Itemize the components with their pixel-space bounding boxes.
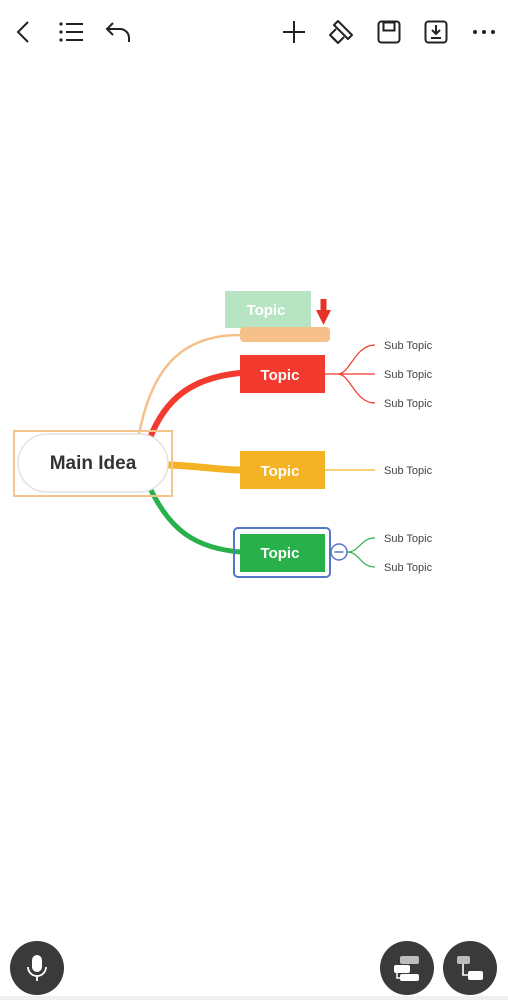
format-brush-icon [329,20,353,44]
branch-connector-topic-2 [167,461,241,474]
topic-label-2: Topic [261,463,300,480]
topic-3-selection-frame [233,527,331,578]
subtopic-3-1[interactable]: Sub Topic [384,533,433,545]
add-icon [283,21,305,43]
layout-button[interactable] [380,941,434,995]
subtopic-1-1[interactable]: Sub Topic [384,340,433,352]
export-button[interactable] [418,14,454,50]
drop-arrow-icon [316,299,331,325]
branch-connector-topic-3 [147,485,243,555]
subtopic-connectors-topic-1 [325,344,376,404]
collapse-toggle[interactable] [330,543,348,561]
topic-node-3[interactable] [240,534,325,572]
subtopic-3-2[interactable]: Sub Topic [384,562,433,574]
save-button[interactable] [371,14,407,50]
undo-button[interactable] [100,14,136,50]
layout-icon [394,956,419,981]
more-button[interactable] [466,14,502,50]
topic-label-3: Topic [261,545,300,562]
main-idea-label: Main Idea [50,453,137,474]
format-button[interactable] [323,14,359,50]
topic-node-1[interactable] [240,355,325,393]
subtopic-1-3[interactable]: Sub Topic [384,398,433,410]
bottom-edge [0,996,508,1000]
topic-node-2[interactable] [240,451,325,489]
main-idea-node[interactable] [17,433,169,493]
add-button[interactable] [276,14,312,50]
subtopic-connectors-topic-3 [346,537,376,568]
ghost-branch-connector [136,333,241,441]
structure-icon [457,956,483,980]
microphone-icon [27,955,47,981]
subtopic-2-1[interactable]: Sub Topic [384,465,433,477]
undo-icon [105,22,130,42]
ghost-topic-node [225,291,311,328]
ghost-topic-label: Topic [247,302,286,319]
outline-list-icon [59,22,83,42]
outline-button[interactable] [53,14,89,50]
export-icon [424,20,448,44]
back-icon [16,21,29,43]
topic-label-1: Topic [261,367,300,384]
top-toolbar [0,0,508,64]
more-icon [473,30,495,34]
save-icon [377,20,401,44]
voice-input-button[interactable] [10,941,64,995]
subtopic-1-2[interactable]: Sub Topic [384,369,433,381]
drop-position-indicator [240,327,330,342]
branch-connector-topic-1 [147,370,243,441]
structure-button[interactable] [443,941,497,995]
back-button[interactable] [6,14,42,50]
main-idea-selection-frame [13,430,173,497]
